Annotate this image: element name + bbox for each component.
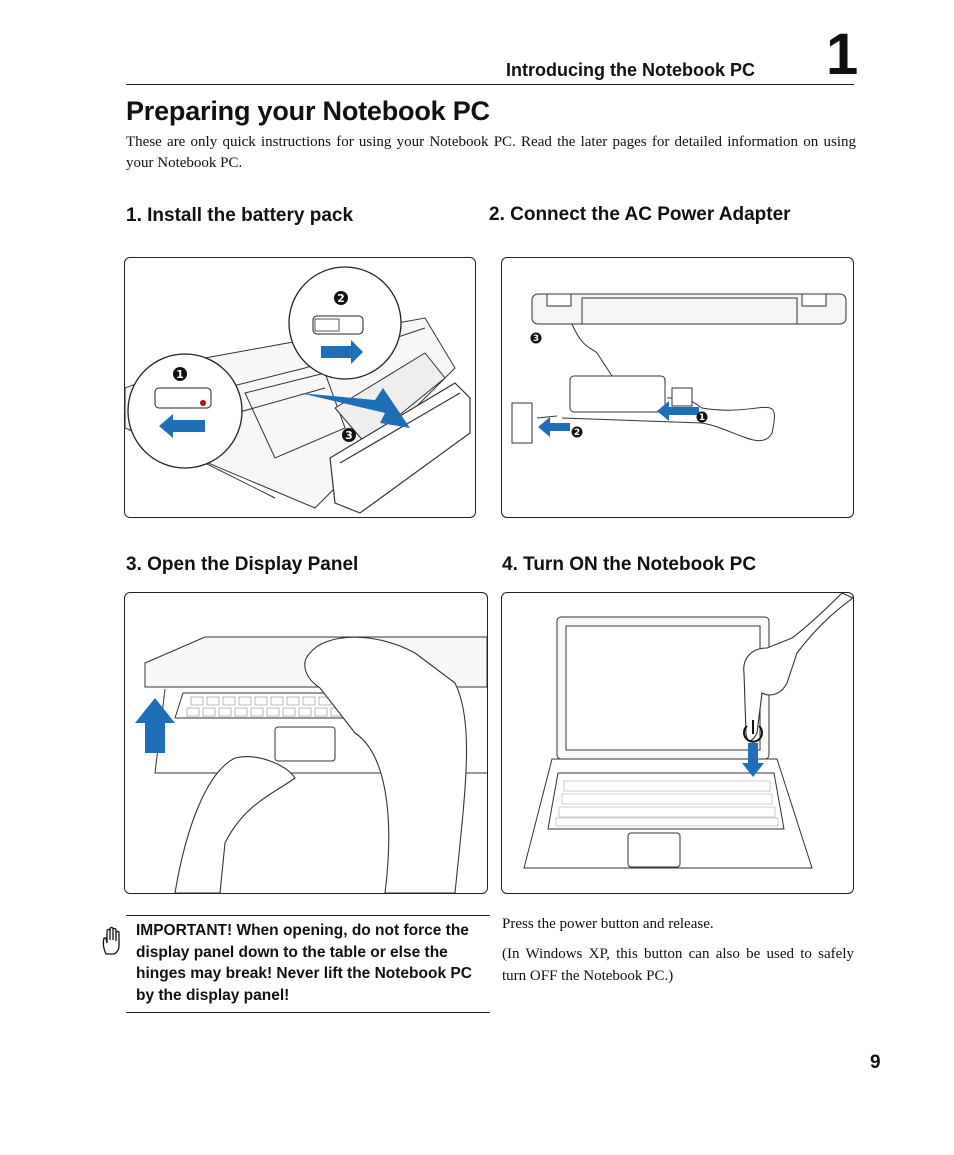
important-note-text: IMPORTANT! When opening, do not force th… bbox=[136, 922, 472, 1004]
important-note-box bbox=[126, 915, 490, 1013]
step-3-title: 3. Open the Display Panel bbox=[126, 554, 359, 575]
power-on-illustration bbox=[501, 592, 854, 894]
battery-marker-2: 2 bbox=[337, 292, 345, 305]
header-rule bbox=[126, 84, 854, 85]
adapter-marker-3: 3 bbox=[533, 334, 539, 344]
ac-adapter-illustration: 1 2 3 bbox=[501, 257, 854, 518]
callout-right bbox=[288, 266, 402, 380]
page-number: 9 bbox=[870, 1052, 881, 1073]
intro-paragraph: These are only quick instructions for us… bbox=[126, 134, 856, 171]
raised-hand-icon bbox=[100, 926, 126, 956]
battery-install-illustration: 2 1 3 bbox=[124, 257, 476, 518]
chapter-number: 1 bbox=[826, 22, 859, 87]
step-4-title: 4. Turn ON the Notebook PC bbox=[502, 554, 757, 575]
power-instruction: Press the power button and release. bbox=[502, 916, 714, 932]
step-2-title: 2. Connect the AC Power Adapter bbox=[489, 204, 791, 225]
step-1-title: 1. Install the battery pack bbox=[126, 205, 354, 226]
callout-left bbox=[127, 353, 243, 469]
chapter-title: Introducing the Notebook PC bbox=[506, 60, 755, 80]
battery-marker-1: 1 bbox=[176, 368, 184, 381]
adapter-marker-1: 1 bbox=[699, 413, 705, 423]
battery-marker-3: 3 bbox=[345, 429, 353, 442]
adapter-marker-2: 2 bbox=[574, 428, 580, 438]
open-display-illustration bbox=[124, 592, 488, 894]
power-off-note: (In Windows XP, this button can also be … bbox=[502, 946, 854, 984]
page-title: Preparing your Notebook PC bbox=[126, 96, 490, 126]
